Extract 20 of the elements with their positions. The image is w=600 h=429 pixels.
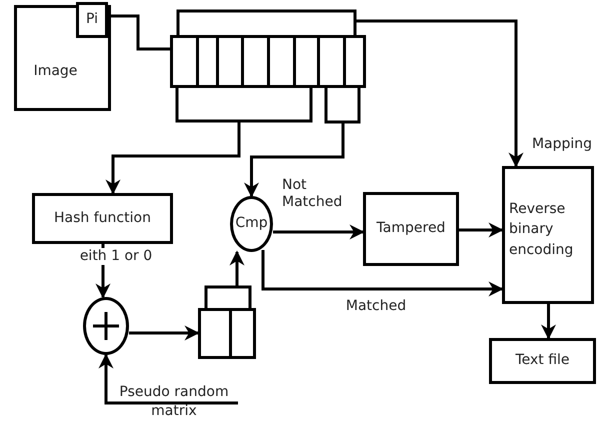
arrow bbox=[98, 354, 238, 404]
arrow bbox=[204, 250, 252, 310]
arrow bbox=[273, 224, 364, 240]
register-box bbox=[198, 308, 256, 359]
arrow bbox=[176, 10, 524, 168]
input-label: Pseudo random matrix bbox=[118, 383, 230, 421]
box-label: Image bbox=[34, 63, 78, 81]
arrow bbox=[129, 326, 200, 340]
arrow bbox=[106, 86, 312, 194]
compare-circle: Cmp bbox=[230, 196, 273, 252]
arrow bbox=[262, 250, 504, 296]
process-box: Tampered bbox=[363, 192, 459, 266]
register-box bbox=[170, 35, 366, 88]
arrow bbox=[244, 86, 360, 198]
arrow bbox=[541, 304, 556, 340]
process-box: Text file bbox=[489, 338, 596, 384]
pixel-box: Pi bbox=[76, 2, 108, 38]
process-box: Hash function bbox=[32, 193, 173, 244]
arrow bbox=[459, 222, 504, 238]
process-box: Reverse binary encoding bbox=[502, 166, 594, 304]
